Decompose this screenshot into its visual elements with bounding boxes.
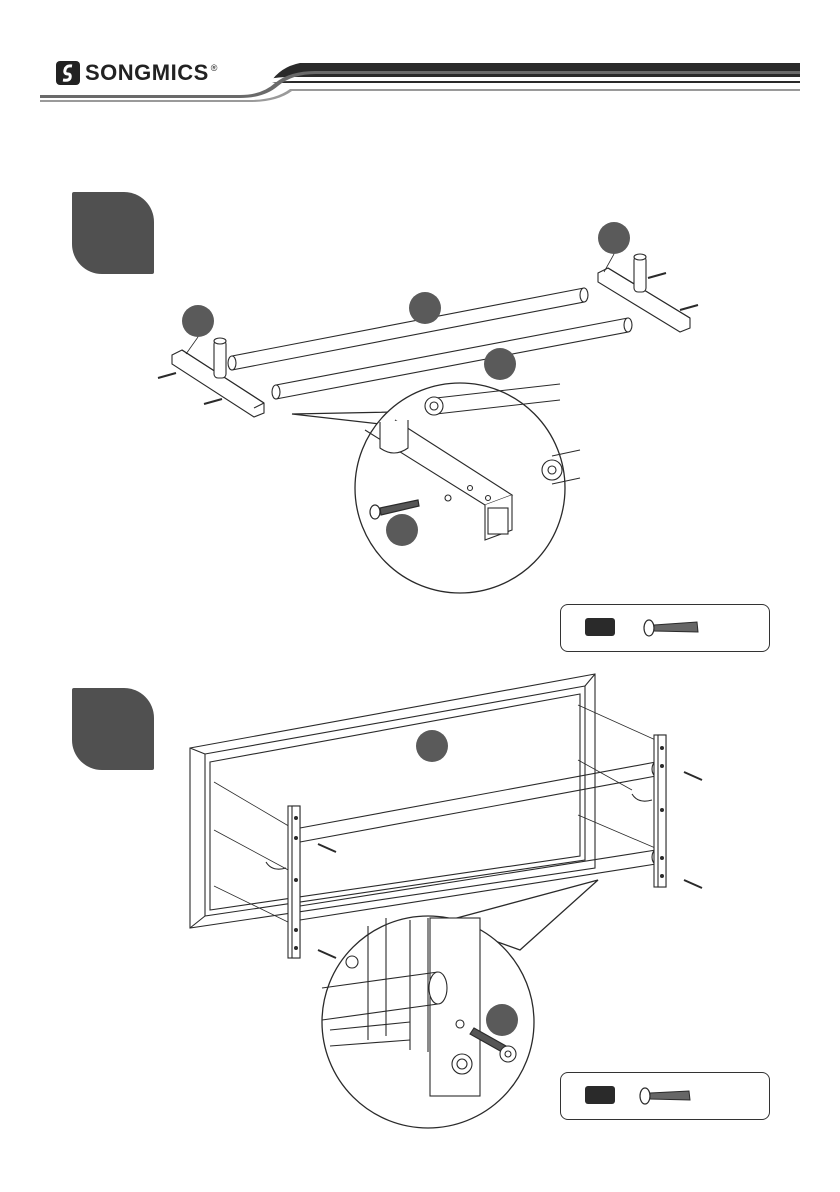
bolt-icon — [637, 1085, 737, 1107]
callout-dot-frame — [416, 730, 448, 762]
quantity-chip — [585, 1086, 615, 1104]
parts-box-2 — [560, 1072, 770, 1120]
callout-dot-zoom-bolt-2 — [486, 1004, 518, 1036]
